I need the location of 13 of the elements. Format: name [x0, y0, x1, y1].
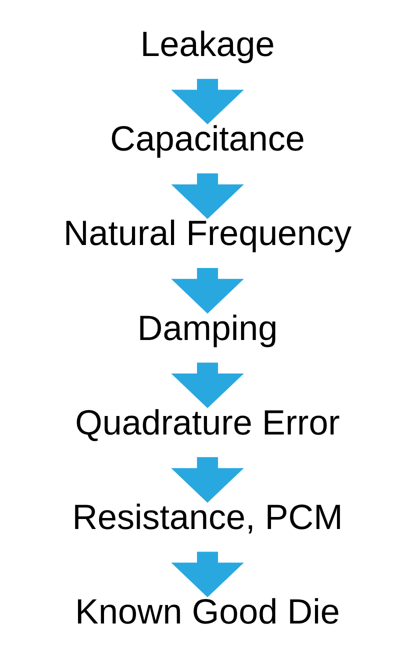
node-text: Quadrature Error: [75, 403, 340, 442]
arrow: [171, 457, 244, 503]
node-text: Known Good Die: [75, 592, 340, 632]
node-text: Capacitance: [110, 120, 305, 159]
arrow: [171, 268, 244, 314]
arrow: [171, 78, 244, 124]
arrow: [171, 552, 244, 598]
arrow: [171, 362, 244, 408]
node-text: Resistance, PCM: [72, 498, 343, 537]
node-text: Natural Frequency: [63, 214, 352, 254]
node-text: Leakage: [140, 25, 275, 64]
arrow: [171, 173, 244, 219]
node-text: Damping: [137, 308, 278, 348]
